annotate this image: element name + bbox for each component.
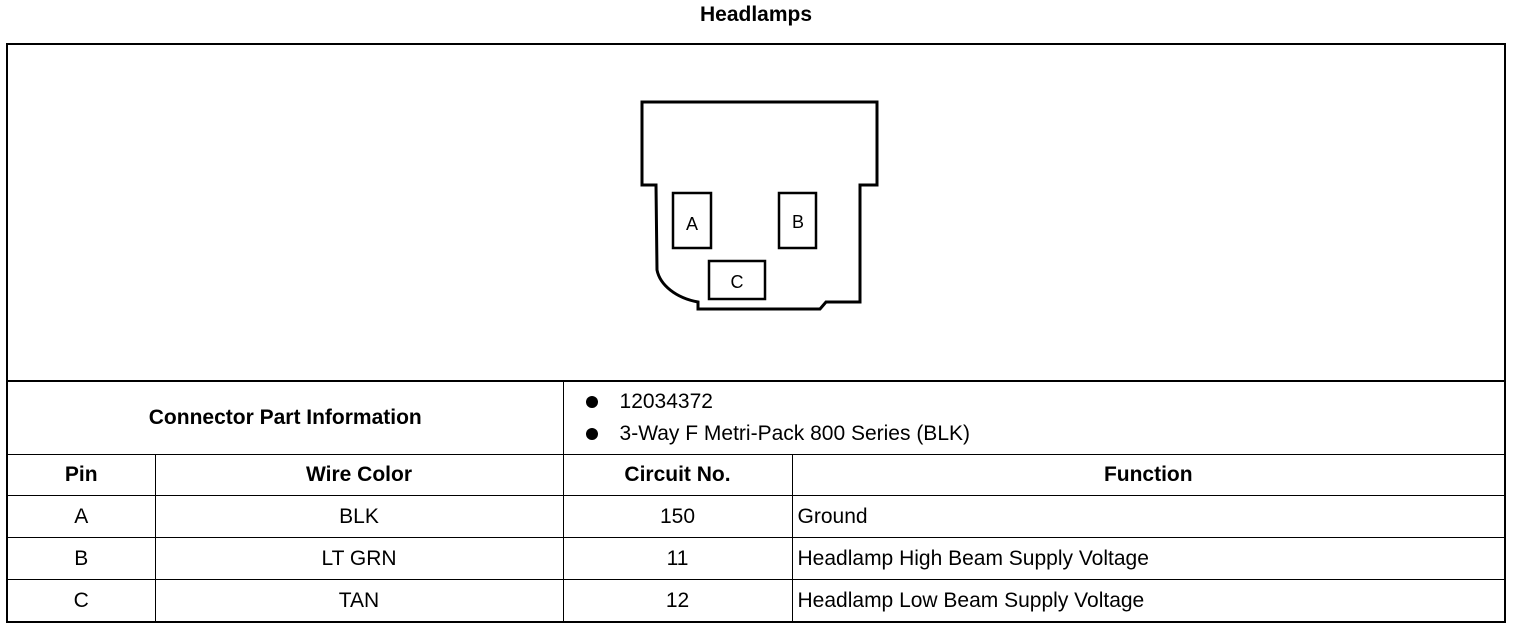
table-row: C TAN 12 Headlamp Low Beam Supply Voltag… — [8, 579, 1505, 621]
connector-frame: A B C Connector Part Information 1203437… — [6, 43, 1506, 623]
function-cell: Headlamp Low Beam Supply Voltage — [791, 579, 1505, 621]
part-info-item: 12034372 — [585, 386, 1505, 418]
circuit-cell: 150 — [562, 495, 793, 538]
circuit-cell: 11 — [562, 537, 793, 580]
pinout-table: Connector Part Information 12034372 3-Wa… — [8, 380, 1505, 621]
circuit-cell: 12 — [562, 579, 793, 621]
header-circuit-no: Circuit No. — [562, 454, 793, 496]
pin-c-cavity — [707, 259, 767, 301]
header-pin: Pin — [8, 454, 156, 496]
function-cell: Ground — [791, 495, 1505, 538]
wire-color-cell: LT GRN — [154, 537, 564, 580]
part-info-list: 12034372 3-Way F Metri-Pack 800 Series (… — [562, 380, 1505, 455]
part-info-item: 3-Way F Metri-Pack 800 Series (BLK) — [585, 418, 1505, 450]
connector-outline — [640, 100, 879, 311]
pin-cell: A — [8, 495, 156, 538]
header-wire-color: Wire Color — [154, 454, 564, 496]
page-title: Headlamps — [699, 3, 813, 26]
bullet-icon — [585, 428, 598, 440]
pin-b-cavity — [777, 191, 818, 250]
part-description: 3-Way F Metri-Pack 800 Series (BLK) — [619, 422, 970, 445]
table-row: B LT GRN 11 Headlamp High Beam Supply Vo… — [8, 537, 1505, 580]
bullet-icon — [585, 396, 598, 408]
wire-color-cell: TAN — [154, 579, 564, 621]
part-number: 12034372 — [619, 390, 713, 413]
part-info-row: Connector Part Information 12034372 3-Wa… — [8, 380, 1505, 455]
wire-color-cell: BLK — [154, 495, 564, 538]
pin-b-label: B — [792, 212, 804, 232]
pin-cell: C — [8, 579, 156, 621]
connector-diagram: A B C — [8, 45, 1504, 380]
table-header-row: Pin Wire Color Circuit No. Function — [8, 454, 1505, 496]
pin-cell: B — [8, 537, 156, 580]
pin-a-cavity — [671, 191, 713, 250]
pin-a-label: A — [686, 214, 698, 234]
table-row: A BLK 150 Ground — [8, 495, 1505, 538]
pin-c-label: C — [731, 272, 744, 292]
connector-drawing: A B C — [640, 100, 879, 311]
part-info-label: Connector Part Information — [8, 380, 564, 455]
header-function: Function — [791, 454, 1505, 496]
function-cell: Headlamp High Beam Supply Voltage — [791, 537, 1505, 580]
